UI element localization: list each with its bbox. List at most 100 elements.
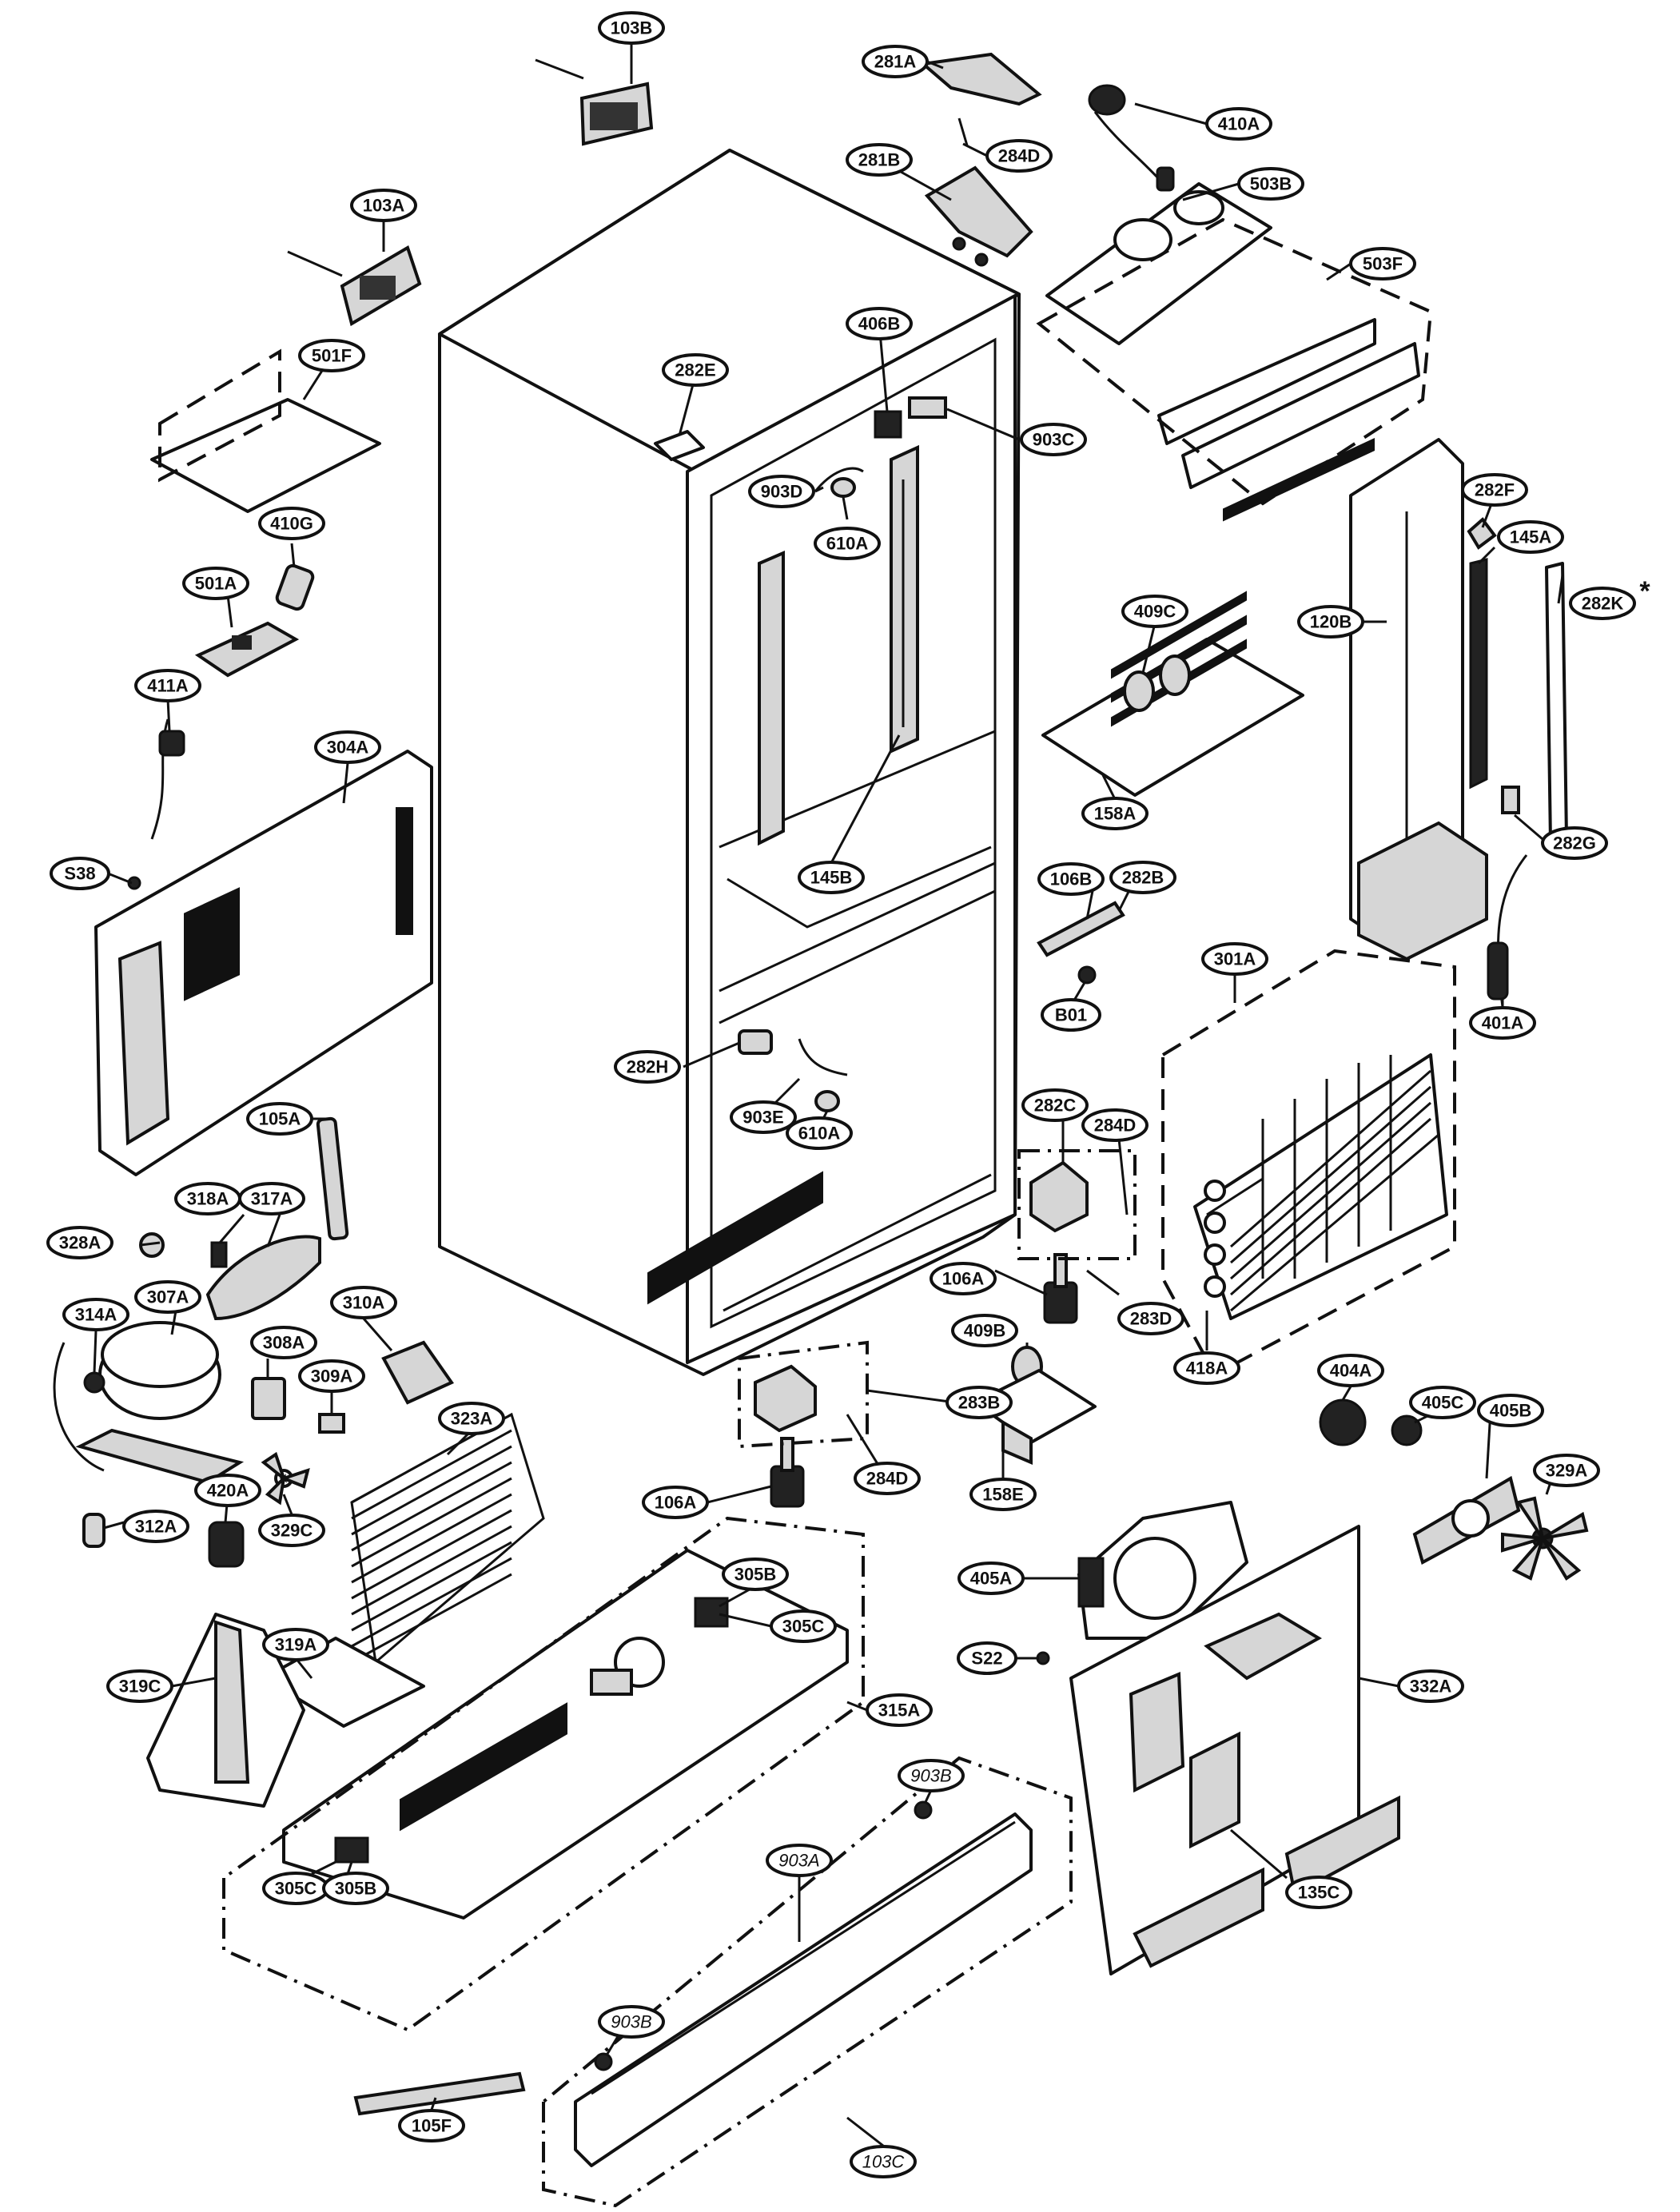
callout-610A-top: 610A: [814, 527, 881, 560]
callout-307A: 307A: [134, 1280, 201, 1314]
callout-283D: 283D: [1117, 1302, 1184, 1335]
drain-pan-317A: [205, 1235, 321, 1321]
bracket-319C: [146, 1613, 305, 1808]
svg-text:106B: 106B: [1050, 869, 1093, 889]
refrigerator-cabinet: [438, 149, 1021, 1376]
callout-305B-low: 305B: [322, 1872, 389, 1905]
leveling-leg-106A-right: [1043, 1253, 1078, 1324]
fan-shroud-405A: [1077, 1501, 1248, 1640]
callout-610A-mid: 610A: [786, 1116, 853, 1150]
svg-text:418A: 418A: [1186, 1359, 1228, 1379]
callout-103B: 103B: [598, 11, 665, 45]
sleeve-312A: [82, 1513, 105, 1548]
callout-282C: 282C: [1021, 1088, 1089, 1122]
callout-106A-mid: 106A: [930, 1262, 997, 1295]
svg-text:282H: 282H: [627, 1057, 669, 1077]
condenser-coil-323A: [350, 1412, 545, 1665]
hinge-bracket-283B: [738, 1340, 869, 1449]
hinge-bracket-283D: [1017, 1149, 1137, 1260]
base-assembly-boundary: [222, 1516, 865, 2032]
callout-284D-low: 284D: [854, 1462, 921, 1495]
svg-text:903D: 903D: [761, 482, 803, 502]
fan-bracket-405B: [1412, 1475, 1521, 1565]
pcb-501A: [194, 621, 300, 678]
cap-282F: [1467, 517, 1497, 550]
callout-323A: 323A: [438, 1402, 505, 1435]
svg-text:406B: 406B: [858, 314, 901, 334]
svg-text:305B: 305B: [735, 1565, 777, 1585]
leader-lines: [93, 40, 1564, 2147]
heater-401A: [1487, 854, 1528, 1008]
callout-106A-low: 106A: [642, 1486, 709, 1519]
svg-text:319C: 319C: [119, 1677, 161, 1697]
callout-B01: B01: [1041, 998, 1101, 1032]
callout-903C: 903C: [1020, 423, 1087, 456]
air-duct-120B: [1349, 438, 1488, 961]
callout-284D-mid: 284D: [1081, 1108, 1149, 1142]
strip-105F: [353, 2071, 526, 2116]
svg-text:105F: 105F: [412, 2116, 452, 2136]
callout-281A: 281A: [862, 45, 929, 78]
callout-318A: 318A: [174, 1182, 241, 1215]
callout-329C: 329C: [258, 1514, 325, 1547]
callout-312A: 312A: [122, 1510, 189, 1543]
hinge-cover-103A: [287, 245, 422, 327]
svg-text:282B: 282B: [1122, 868, 1164, 888]
callout-158E: 158E: [969, 1478, 1037, 1511]
compressor-307A: [53, 1321, 245, 1485]
base-plate-315A: [282, 1171, 849, 1920]
leveling-leg-106A-left: [770, 1437, 805, 1508]
svg-text:S38: S38: [64, 864, 95, 884]
svg-text:281A: 281A: [874, 52, 917, 72]
shelf-rail-145B: [758, 444, 919, 846]
callout-301A: 301A: [1201, 942, 1268, 976]
svg-text:329A: 329A: [1546, 1461, 1588, 1481]
grommet-405C: [1391, 1414, 1423, 1446]
svg-text:318A: 318A: [187, 1189, 229, 1209]
callout-501F: 501F: [298, 339, 365, 372]
callout-284D-top: 284D: [985, 139, 1053, 173]
callout-135C: 135C: [1285, 1876, 1352, 1909]
callout-411A: 411A: [134, 669, 201, 702]
svg-text:145B: 145B: [810, 868, 853, 888]
svg-text:103C: 103C: [862, 2152, 905, 2172]
screw-284D-top: [957, 117, 969, 146]
kick-plate-103C: [574, 1812, 1033, 2167]
callout-S38: S38: [50, 857, 110, 890]
wire-903D: [814, 467, 864, 492]
svg-text:501A: 501A: [195, 574, 237, 594]
callout-503F: 503F: [1349, 247, 1416, 280]
drain-tube-105A: [316, 1116, 349, 1241]
cap-282G: [1501, 786, 1520, 814]
callout-105A: 105A: [246, 1102, 313, 1136]
svg-text:106A: 106A: [655, 1493, 697, 1513]
part-282H: [738, 1029, 773, 1055]
callout-282F: 282F: [1461, 473, 1528, 507]
panel-135C: [1189, 1731, 1240, 1849]
callout-406B: 406B: [846, 307, 913, 340]
svg-text:158E: 158E: [982, 1485, 1023, 1505]
bracket-106B: [1037, 901, 1125, 957]
svg-text:404A: 404A: [1330, 1361, 1372, 1381]
lamp-cover-903C: [908, 396, 947, 419]
svg-text:903C: 903C: [1033, 430, 1075, 450]
svg-text:610A: 610A: [826, 534, 869, 554]
pcb-cover-501F: [150, 348, 381, 513]
callout-903B-low: 903B: [598, 2005, 665, 2039]
svg-text:903E: 903E: [742, 1108, 783, 1128]
rail-145A: [1469, 558, 1488, 790]
callout-903E: 903E: [730, 1100, 797, 1134]
callout-903D: 903D: [748, 475, 815, 508]
svg-text:301A: 301A: [1214, 949, 1256, 969]
svg-text:409C: 409C: [1134, 602, 1176, 622]
svg-text:329C: 329C: [271, 1521, 313, 1541]
svg-text:307A: 307A: [147, 1287, 189, 1307]
callout-405C: 405C: [1409, 1386, 1476, 1419]
clip-903B-low: [594, 2052, 613, 2071]
callout-103C: 103C: [850, 2145, 917, 2178]
callout-314A: 314A: [62, 1298, 129, 1331]
callout-309A: 309A: [298, 1359, 365, 1393]
svg-text:903A: 903A: [778, 1851, 819, 1871]
svg-text:317A: 317A: [251, 1189, 293, 1209]
